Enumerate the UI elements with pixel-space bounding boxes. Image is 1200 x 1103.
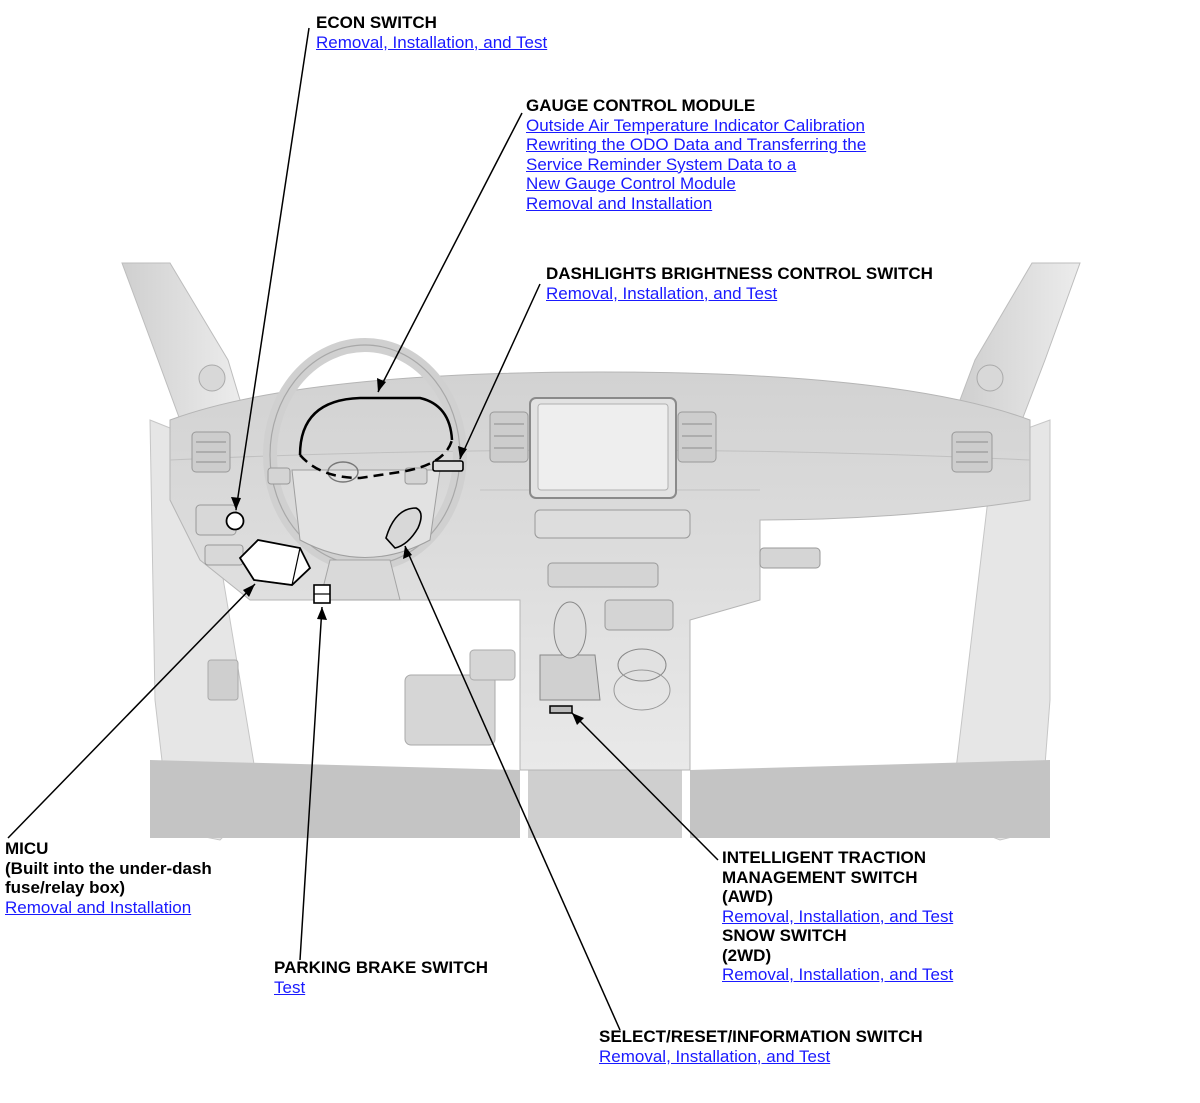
left-door-trim (149, 419, 261, 841)
select-reset-callout: SELECT/RESET/INFORMATION SWITCH Removal,… (599, 1027, 923, 1066)
center-display (529, 397, 677, 499)
dashlights-switch-marker (432, 460, 464, 472)
micu-link[interactable]: Removal and Installation (5, 897, 192, 917)
air-vents (191, 411, 993, 473)
left-a-pillar (121, 262, 241, 431)
dashlights-switch-title: DASHLIGHTS BRIGHTNESS CONTROL SWITCH (546, 264, 933, 283)
dashlights-switch-link[interactable]: Removal, Installation, and Test (546, 283, 778, 303)
select-reset-title: SELECT/RESET/INFORMATION SWITCH (599, 1027, 923, 1046)
econ-switch-title: ECON SWITCH (316, 13, 437, 32)
leader-lines (7, 27, 719, 1031)
itm-link[interactable]: Removal, Installation, and Test (722, 906, 954, 926)
left-switch-panel (195, 504, 244, 566)
itm-title-line2: MANAGEMENT SWITCH (722, 867, 918, 887)
itm-title-line1: INTELLIGENT TRACTION (722, 848, 926, 867)
econ-switch-callout: ECON SWITCH Removal, Installation, and T… (316, 13, 547, 52)
itm-switch-callout: INTELLIGENT TRACTION MANAGEMENT SWITCH (… (722, 848, 953, 985)
gauge-control-module-callout: GAUGE CONTROL MODULE Outside Air Tempera… (526, 96, 866, 213)
econ-switch-link[interactable]: Removal, Installation, and Test (316, 32, 548, 52)
snow-title-line1: SNOW SWITCH (722, 926, 847, 945)
parking-brake-callout: PARKING BRAKE SWITCH Test (274, 958, 488, 997)
gauge-control-module-title: GAUGE CONTROL MODULE (526, 96, 756, 115)
itm-title-line3: (AWD) (722, 887, 773, 906)
snow-link[interactable]: Removal, Installation, and Test (722, 965, 954, 984)
parking-brake-title: PARKING BRAKE SWITCH (274, 958, 489, 977)
itm-switch-marker (549, 705, 573, 714)
center-console (534, 509, 821, 714)
floor-area (150, 649, 1050, 838)
micu-title-line3: fuse/relay box) (5, 878, 125, 897)
gauge-cluster-outline (298, 396, 454, 480)
component-markers (225, 460, 464, 604)
micu-callout: MICU (Built into the under-dash fuse/rel… (5, 839, 212, 917)
dashlights-switch-callout: DASHLIGHTS BRIGHTNESS CONTROL SWITCH Rem… (546, 264, 933, 303)
econ-switch-marker (225, 511, 245, 531)
snow-title-line2: (2WD) (722, 945, 772, 965)
micu-title-line2: (Built into the under-dash (5, 858, 212, 878)
gauge-link-oat-calibration[interactable]: Outside Air Temperature Indicator Calibr… (526, 115, 865, 135)
gauge-link-removal[interactable]: Removal and Installation (526, 193, 713, 213)
leader-arrowheads (231, 378, 584, 725)
select-reset-link[interactable]: Removal, Installation, and Test (599, 1046, 831, 1066)
micu-title-line1: MICU (5, 839, 49, 858)
select-reset-switch-marker (385, 507, 422, 549)
gauge-link-odo-line2[interactable]: Service Reminder System Data to a (526, 154, 797, 174)
parking-brake-link[interactable]: Test (274, 977, 306, 997)
gauge-link-odo-line3[interactable]: New Gauge Control Module (526, 174, 736, 193)
gauge-link-odo-line1[interactable]: Rewriting the ODO Data and Transferring … (526, 135, 867, 154)
